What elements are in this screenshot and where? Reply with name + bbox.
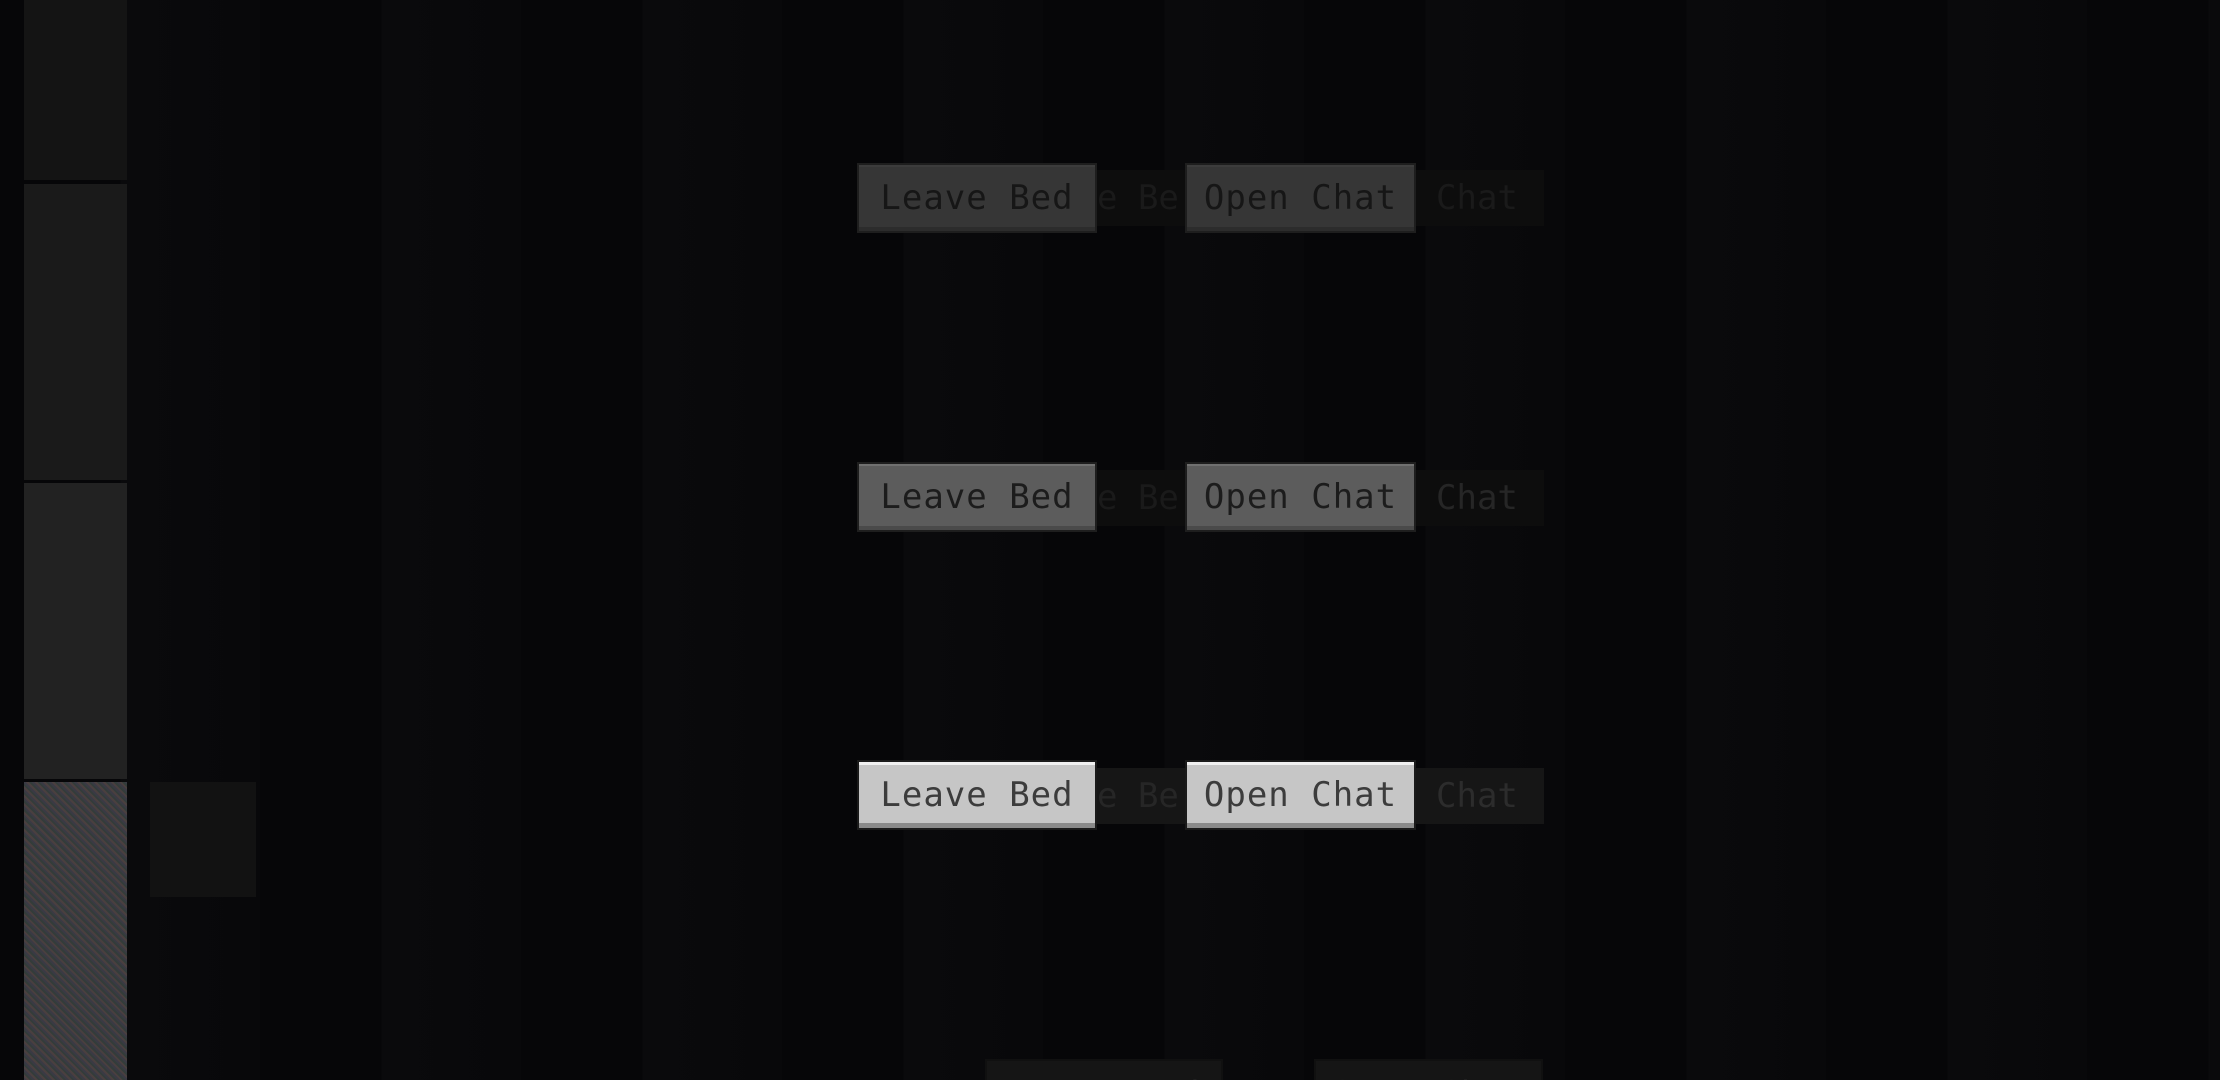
- noise-strip-4: [24, 782, 127, 1080]
- ghost-leave-bed-row3: e Be: [1097, 768, 1185, 824]
- noise-block: [150, 782, 256, 897]
- ghost-leave-bed-row2: e Be: [1097, 470, 1185, 526]
- ghost-open-chat-row1: Chat: [1416, 170, 1544, 226]
- open-chat-button-faint: Open Chat: [1314, 1059, 1543, 1080]
- noise-strip-1: [24, 0, 127, 180]
- ghost-open-chat-row2: Chat: [1416, 470, 1544, 526]
- leave-bed-button-faint: Leave Bed: [985, 1059, 1223, 1080]
- leave-bed-button[interactable]: Leave Bed: [857, 462, 1097, 532]
- open-chat-button[interactable]: Open Chat: [1185, 760, 1416, 830]
- noise-strip-2: [24, 184, 127, 480]
- open-chat-button[interactable]: Open Chat: [1185, 163, 1416, 233]
- noise-strip-3: [24, 483, 127, 779]
- ghost-open-chat-row3: Chat: [1416, 768, 1544, 824]
- open-chat-button[interactable]: Open Chat: [1185, 462, 1416, 532]
- leave-bed-button[interactable]: Leave Bed: [857, 163, 1097, 233]
- ghost-leave-bed-row1: e Be: [1097, 170, 1185, 226]
- leave-bed-button[interactable]: Leave Bed: [857, 760, 1097, 830]
